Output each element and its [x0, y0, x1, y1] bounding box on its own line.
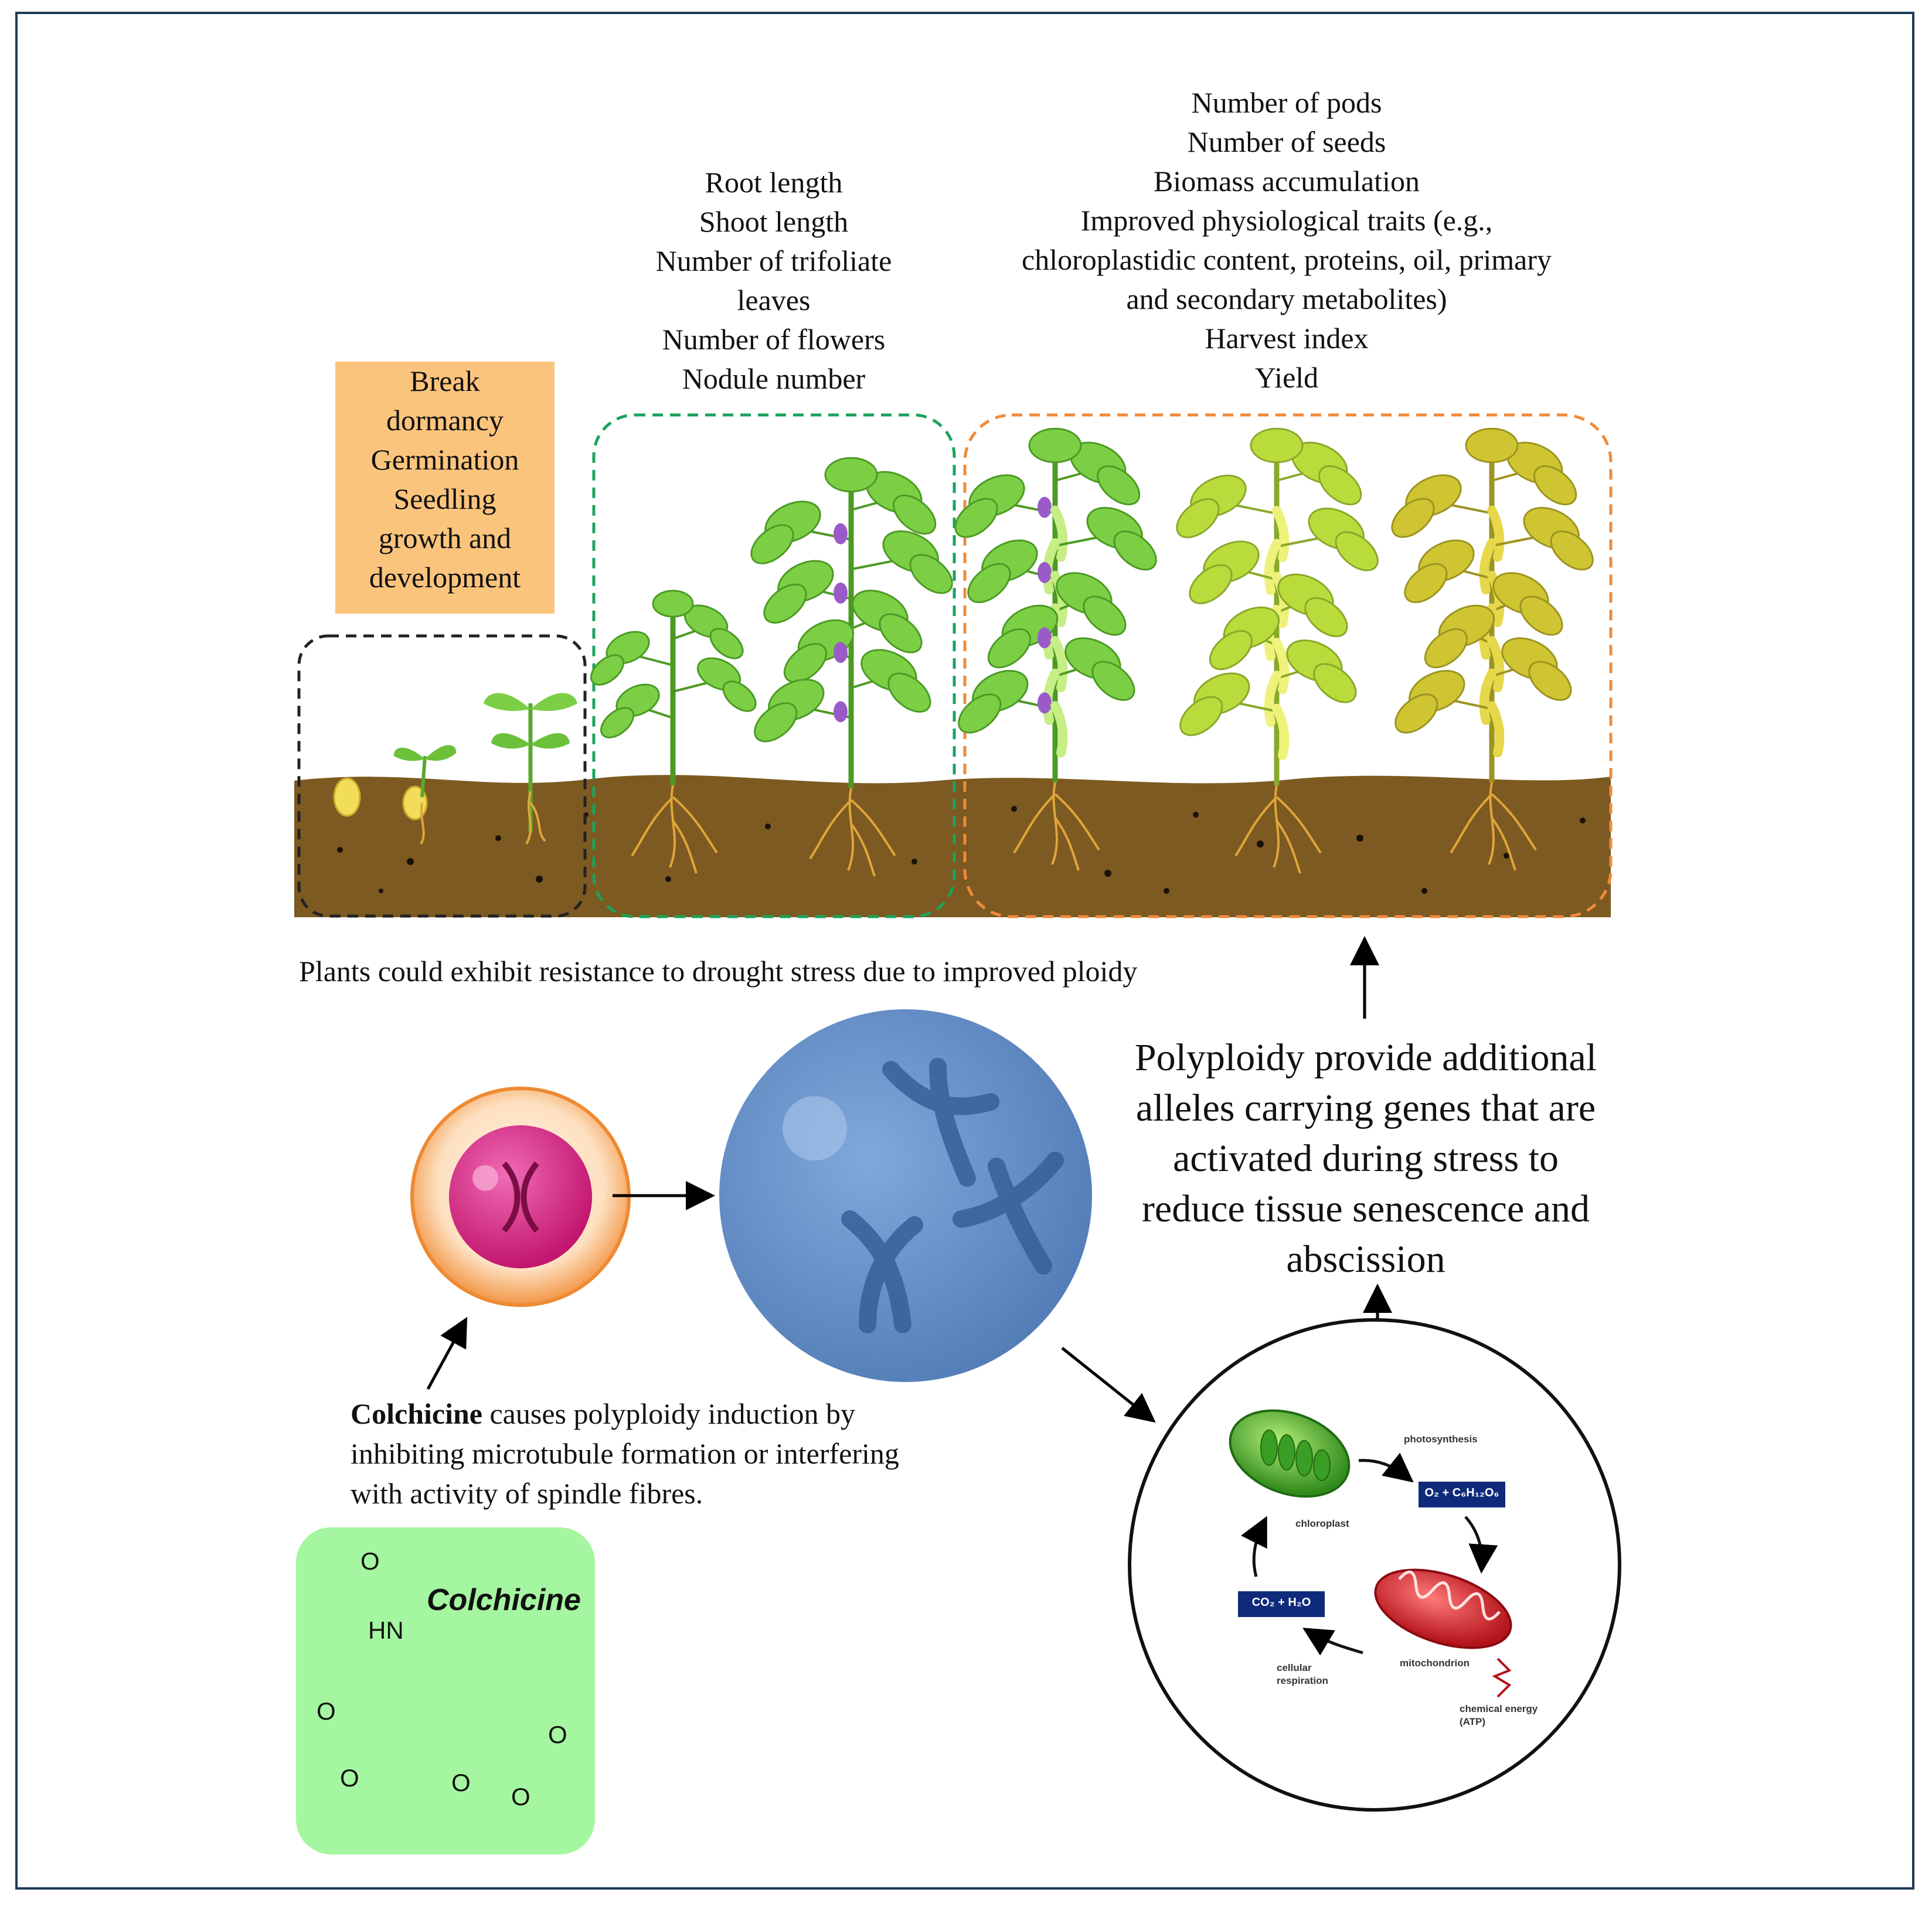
- stage2-line: leaves: [737, 284, 811, 316]
- stage1-line: growth and: [378, 522, 512, 554]
- product-formula-box: [1419, 1482, 1505, 1507]
- plants-group: [590, 427, 1594, 877]
- colchicine-caption: Colchicine causes polyploidy induction b…: [351, 1394, 899, 1513]
- colchicine-bold: Colchicine: [351, 1397, 482, 1430]
- energy-cycle-circle: [1128, 1318, 1621, 1812]
- polyploidy-line: reduce tissue senescence and: [1141, 1187, 1590, 1230]
- stage1-line: dormancy: [386, 404, 504, 437]
- polyploidy-text: Polyploidy provide additional alleles ca…: [1090, 1033, 1641, 1285]
- diploid-cell: [410, 1087, 631, 1307]
- stage3-line: Number of seeds: [1187, 125, 1386, 158]
- reactant-formula: CO₂ + H₂O: [1251, 1596, 1311, 1609]
- cycle-arrow-top: [1358, 1452, 1414, 1483]
- cycle-arrow-bottom: [1302, 1628, 1363, 1656]
- figure-frame: [15, 12, 1914, 1890]
- stage2-line: Nodule number: [682, 362, 866, 395]
- drought-note: Plants could exhibit resistance to droug…: [299, 955, 1138, 988]
- atp-squiggle-icon: [1492, 1657, 1512, 1698]
- chloroplast-icon: [1229, 1409, 1351, 1498]
- respiration-label: respiration: [1277, 1675, 1328, 1686]
- stage3-line: Harvest index: [1205, 322, 1369, 355]
- chemical-energy-label: chemical energy: [1460, 1703, 1538, 1714]
- stage2-line: Shoot length: [699, 205, 849, 238]
- stage3-line: Number of pods: [1191, 86, 1382, 119]
- cycle-arrow-left: [1240, 1516, 1267, 1577]
- polyploidy-line: abscission: [1286, 1238, 1445, 1281]
- plant-1: [590, 590, 757, 874]
- atom-hn: HN: [368, 1616, 404, 1644]
- stage2-line: Number of trifoliate: [655, 244, 892, 277]
- mitochondrion-label: mitochondrion: [1400, 1657, 1470, 1669]
- stage2-line: Root length: [705, 166, 843, 199]
- plant-3: [954, 427, 1157, 871]
- caption-line2: inhibiting microtubule formation or inte…: [351, 1437, 899, 1470]
- atom-o1: O: [340, 1764, 359, 1792]
- atp-label: (ATP): [1460, 1716, 1486, 1727]
- stage1-line: development: [369, 561, 521, 594]
- caption-line1: causes polyploidy induction by: [482, 1397, 856, 1430]
- arrow-cell-to-cycle: [1061, 1347, 1156, 1423]
- stage1-label-box: Break dormancy Germination Seedling grow…: [335, 362, 555, 614]
- stage2-trait-list: Root length Shoot length Number of trifo…: [610, 163, 938, 399]
- polyploid-cell: [719, 1009, 1092, 1382]
- reactant-formula-box: [1238, 1591, 1325, 1617]
- arrow-colchicine-to-cell: [426, 1316, 468, 1390]
- polyploidy-line: Polyploidy provide additional: [1134, 1036, 1597, 1079]
- photosynthesis-label: photosynthesis: [1404, 1434, 1478, 1445]
- stage1-line: Seedling: [393, 482, 496, 515]
- cycle-arrow-right: [1464, 1516, 1498, 1574]
- stage3-line: chloroplastidic content, proteins, oil, …: [1022, 243, 1552, 276]
- atom-o-carbonyl: O: [360, 1547, 380, 1575]
- molecule-name: Colchicine: [427, 1583, 581, 1617]
- soil-specks: [337, 806, 1586, 894]
- plant-4: [1176, 427, 1379, 874]
- cellular-label: cellular: [1277, 1662, 1312, 1673]
- stage1-line: Break: [410, 365, 480, 397]
- stage3-dashed-box: [963, 413, 1613, 918]
- plant-2: [750, 457, 953, 877]
- stage1-dashed-box: [297, 634, 587, 918]
- atom-o2: O: [548, 1721, 567, 1748]
- soil-strip: [294, 775, 1611, 917]
- product-formula: O₂ + C₆H₁₂O₆: [1424, 1486, 1499, 1499]
- stage3-line: Biomass accumulation: [1153, 165, 1420, 198]
- stage1-line: Germination: [370, 443, 519, 476]
- stage3-trait-list: Number of pods Number of seeds Biomass a…: [961, 83, 1612, 397]
- mitochondrion-icon: [1374, 1568, 1512, 1649]
- stage3-line: Improved physiological traits (e.g.,: [1080, 204, 1493, 237]
- seedling-small: [484, 693, 577, 845]
- stage2-line: Number of flowers: [662, 323, 886, 356]
- atom-o-ketone: O: [317, 1697, 336, 1725]
- stage2-dashed-box: [592, 413, 956, 918]
- stage3-line: and secondary metabolites): [1126, 283, 1447, 315]
- atom-o3: O: [451, 1769, 471, 1796]
- atom-o4: O: [511, 1783, 530, 1810]
- seed-germinating: [333, 745, 457, 845]
- polyploidy-line: activated during stress to: [1172, 1137, 1559, 1180]
- chloroplast-label: chloroplast: [1295, 1518, 1349, 1529]
- polyploidy-line: alleles carrying genes that are: [1135, 1087, 1596, 1129]
- caption-line3: with activity of spindle fibres.: [351, 1477, 703, 1510]
- plant-5: [1391, 427, 1594, 871]
- molecule-box: [296, 1527, 595, 1854]
- stage3-line: Yield: [1254, 361, 1319, 394]
